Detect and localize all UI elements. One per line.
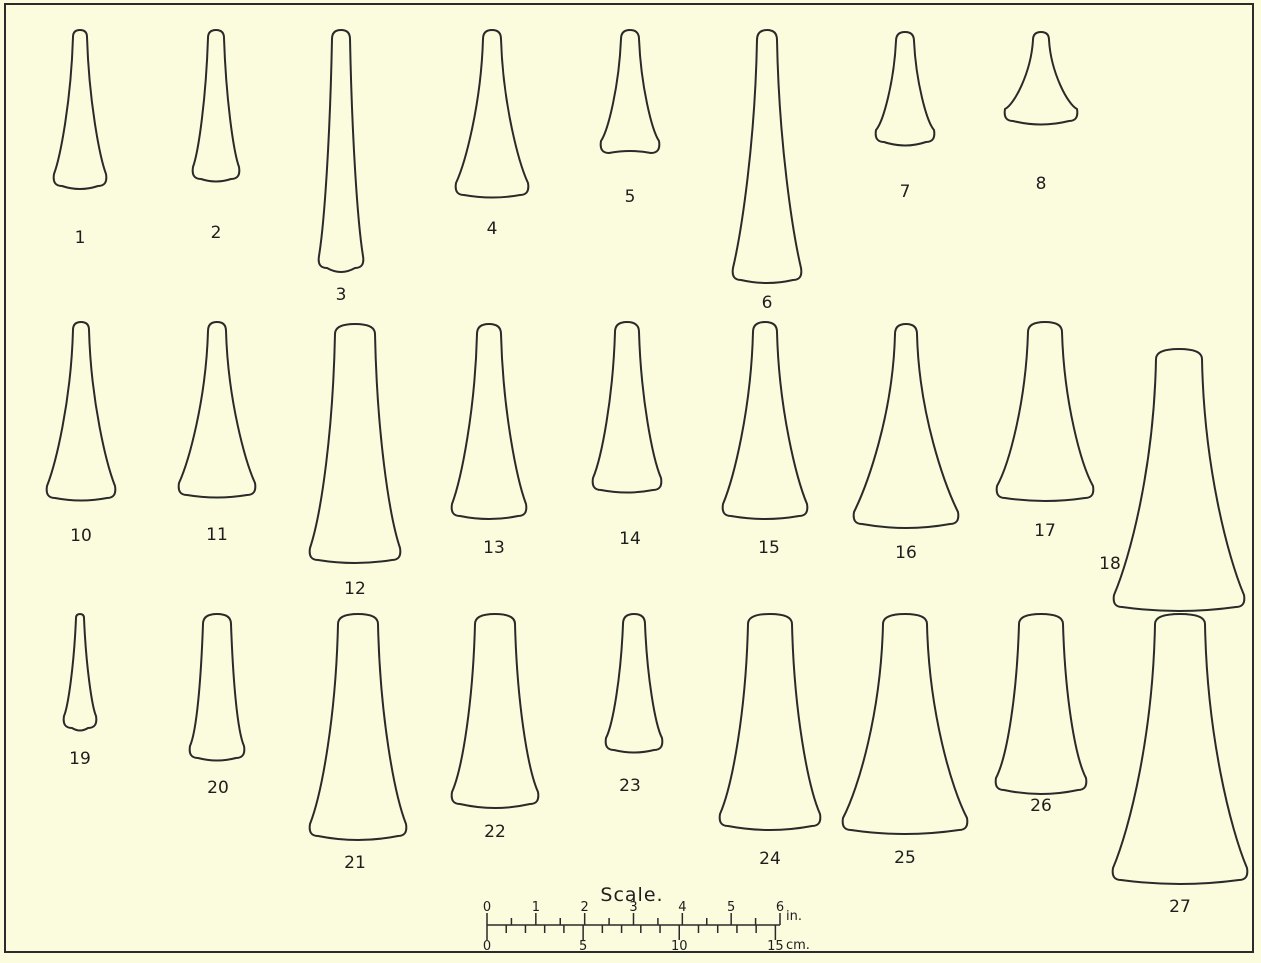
axe-outline-19 bbox=[62, 613, 98, 732]
axe-outline-18 bbox=[1112, 348, 1246, 612]
figure-number-15: 15 bbox=[758, 538, 780, 558]
cm-tick-label: 15 bbox=[767, 939, 784, 954]
axe-outline-6 bbox=[731, 29, 803, 284]
axe-outline-12 bbox=[308, 323, 402, 564]
axe-outline-25 bbox=[841, 613, 969, 835]
figure-number-16: 16 bbox=[895, 543, 917, 563]
axe-outline-16 bbox=[852, 323, 960, 529]
axe-outline-4 bbox=[454, 29, 530, 199]
axe-outline-10 bbox=[45, 321, 117, 502]
figure-number-19: 19 bbox=[69, 749, 91, 769]
figure-number-23: 23 bbox=[619, 776, 641, 796]
axe-outline-23 bbox=[604, 613, 664, 754]
figure-number-1: 1 bbox=[75, 228, 86, 248]
cm-tick-label: 5 bbox=[579, 939, 587, 954]
axe-outline-3 bbox=[317, 29, 365, 273]
inch-tick-label: 0 bbox=[483, 900, 491, 915]
figure-number-10: 10 bbox=[70, 526, 92, 546]
axe-outline-14 bbox=[591, 321, 663, 494]
scale-bar: Scale. 0 1 2 3 4 5 6 0 5 10 15 in. cm. bbox=[483, 884, 810, 954]
figure-number-2: 2 bbox=[211, 223, 222, 243]
axe-outline-1 bbox=[52, 29, 108, 190]
figure-number-22: 22 bbox=[484, 822, 506, 842]
axe-outline-15 bbox=[721, 321, 809, 520]
axe-outline-11 bbox=[177, 321, 257, 499]
axe-outline-22 bbox=[450, 613, 540, 809]
figure-number-13: 13 bbox=[483, 538, 505, 558]
figure-number-27: 27 bbox=[1169, 897, 1191, 917]
figure-number-12: 12 bbox=[344, 579, 366, 599]
axe-outline-7 bbox=[874, 31, 936, 147]
inch-tick-label: 1 bbox=[532, 900, 540, 915]
axe-outline-21 bbox=[308, 613, 408, 841]
figure-number-26: 26 bbox=[1030, 796, 1052, 816]
figure-number-17: 17 bbox=[1034, 521, 1056, 541]
axe-outline-27 bbox=[1111, 613, 1249, 885]
inch-tick-label: 6 bbox=[776, 900, 784, 915]
figure-number-14: 14 bbox=[619, 529, 641, 549]
axe-outline-20 bbox=[188, 613, 246, 762]
axe-outline-2 bbox=[191, 29, 241, 183]
inch-ticks: 0 1 2 3 4 5 6 bbox=[483, 900, 784, 925]
axe-outline-13 bbox=[450, 323, 528, 520]
cm-unit-label: cm. bbox=[786, 938, 810, 953]
inch-tick-label: 3 bbox=[629, 900, 637, 915]
scale-title: Scale. bbox=[600, 884, 663, 906]
cm-tick-label: 10 bbox=[671, 939, 688, 954]
inch-tick-label: 5 bbox=[727, 900, 735, 915]
axe-outline-5 bbox=[599, 29, 661, 154]
axe-outline-24 bbox=[718, 613, 822, 831]
figure-number-18: 18 bbox=[1099, 554, 1121, 574]
axe-outline-17 bbox=[995, 321, 1095, 502]
figure-number-7: 7 bbox=[900, 182, 911, 202]
figure-number-21: 21 bbox=[344, 853, 366, 873]
cm-ticks: 0 5 10 15 bbox=[483, 925, 784, 954]
figure-number-6: 6 bbox=[762, 293, 773, 313]
cm-tick-label: 0 bbox=[483, 939, 491, 954]
axe-outline-8 bbox=[1003, 31, 1079, 126]
axe-outline-26 bbox=[994, 613, 1088, 795]
figure-number-24: 24 bbox=[759, 849, 781, 869]
figure-number-8: 8 bbox=[1036, 174, 1047, 194]
figure-number-3: 3 bbox=[336, 285, 347, 305]
inch-tick-label: 2 bbox=[581, 900, 589, 915]
inch-unit-label: in. bbox=[786, 909, 802, 924]
figure-number-25: 25 bbox=[894, 848, 916, 868]
inch-tick-label: 4 bbox=[678, 900, 686, 915]
figure-number-4: 4 bbox=[487, 219, 498, 239]
figure-number-20: 20 bbox=[207, 778, 229, 798]
axe-outlines bbox=[45, 29, 1249, 885]
figure-number-5: 5 bbox=[625, 187, 636, 207]
figure-number-11: 11 bbox=[206, 525, 228, 545]
